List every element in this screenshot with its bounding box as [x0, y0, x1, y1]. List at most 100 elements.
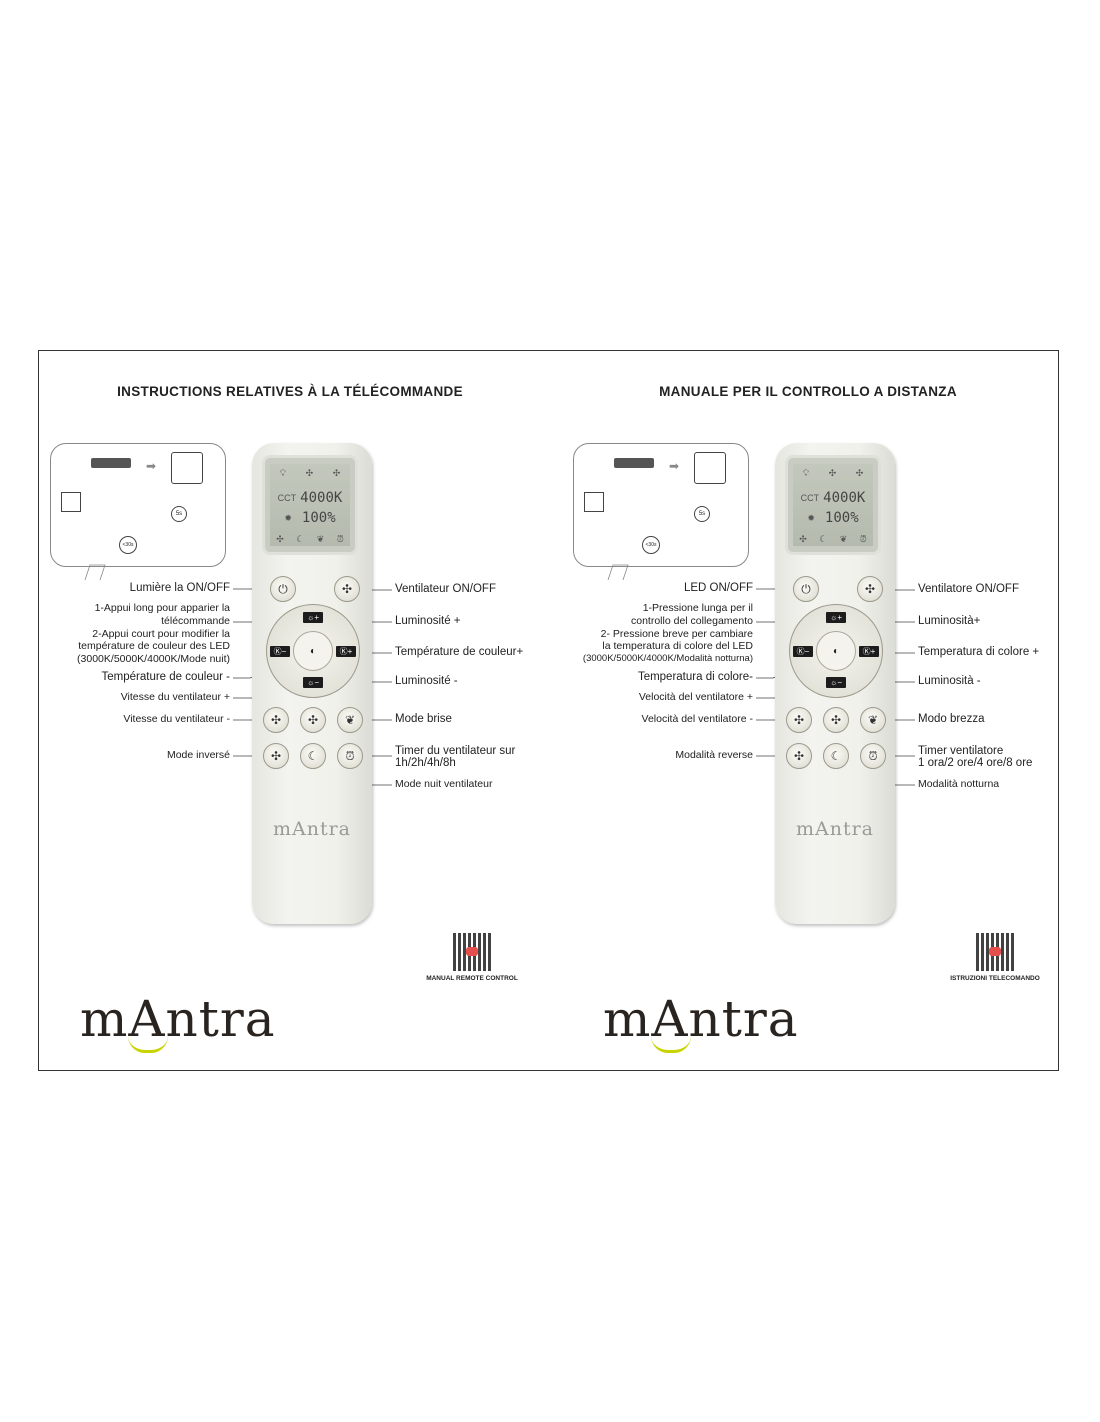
leaf-icon: ❦ [867, 713, 879, 727]
reverse-button[interactable]: ✣ [786, 743, 812, 769]
brand-logo: mAntra [80, 990, 276, 1048]
label-color-plus: Température de couleur+ [395, 646, 524, 658]
fan-speed-plus-button[interactable]: ✣ [300, 707, 326, 733]
breeze-button[interactable]: ❦ [337, 707, 363, 733]
leaf-icon: ❦ [344, 713, 356, 727]
label-night: Mode nuit ventilateur [395, 778, 493, 790]
color-minus-button[interactable]: Ⓚ− [793, 646, 813, 657]
arrow-icon: ➡ [146, 459, 157, 473]
toggle-icon: ◐ [832, 645, 840, 657]
brightness-plus-button[interactable]: ☼+ [303, 612, 323, 623]
light-onoff-button[interactable]: ⏻ [270, 576, 296, 602]
fan-icon: ✣ [332, 468, 341, 478]
bulb-power-icon: ⏻ [278, 581, 288, 596]
label-color-plus: Temperatura di colore + [918, 646, 1040, 658]
fan-speed-minus-button[interactable]: ✣ [786, 707, 812, 733]
pairing-diagram: ➡ 5s <30s [573, 443, 749, 567]
color-plus-button[interactable]: Ⓚ+ [336, 646, 356, 657]
qr-caption: MANUAL REMOTE CONTROL [426, 975, 518, 982]
color-minus-button[interactable]: Ⓚ− [270, 646, 290, 657]
label-timer-b: 1h/2h/4h/8h [395, 757, 456, 769]
panel-title: INSTRUCTIONS RELATIVES À LA TÉLÉCOMMANDE [117, 384, 463, 399]
reverse-icon: ✣ [799, 534, 807, 544]
fan-plus-icon: ✣ [830, 713, 842, 727]
brightness-minus-button[interactable]: ☼− [826, 677, 846, 688]
reverse-fan-icon: ✣ [270, 749, 282, 763]
arrow-icon: ➡ [669, 459, 680, 473]
manual-frame [38, 350, 1059, 1071]
bulb-icon: 💡︎ [279, 468, 287, 478]
label-breeze: Mode brise [395, 713, 452, 725]
label-brightness-plus: Luminosità+ [918, 615, 981, 627]
label-night: Modalità notturna [918, 778, 1000, 790]
remote-logo: mAntra [795, 818, 875, 840]
alarm-clock-icon: ⏰︎ [345, 748, 355, 763]
lcd-brightness: 100% [824, 510, 859, 526]
moon-fan-icon: ☾ [830, 749, 842, 763]
alarm-clock-icon: ⏰︎ [868, 748, 878, 763]
color-plus-button[interactable]: Ⓚ+ [859, 646, 879, 657]
label-pair-1a: 1-Pressione lunga per il [642, 602, 753, 614]
pair-color-button[interactable]: ◐ [816, 631, 856, 671]
panel-italian: MANUALE PER IL CONTROLLO A DISTANZA ➡ 5s… [523, 0, 1073, 1422]
fan-onoff-button[interactable]: ✣ [857, 576, 883, 602]
light-onoff-button[interactable]: ⏻ [793, 576, 819, 602]
qr-code[interactable] [453, 933, 491, 971]
pair-color-button[interactable]: ◐ [293, 631, 333, 671]
label-reverse: Modalità reverse [675, 749, 753, 761]
night-mode-button[interactable]: ☾ [823, 743, 849, 769]
panel-title: MANUALE PER IL CONTROLLO A DISTANZA [659, 384, 957, 399]
timer-5s-icon: 5s [171, 506, 187, 522]
timer-icon: ⏰︎ [859, 534, 867, 544]
bulb-icon: 💡︎ [802, 468, 810, 478]
label-brightness-plus: Luminosité + [395, 615, 461, 627]
fan-minus-icon: ✣ [270, 713, 282, 727]
fan-icon: ✣ [305, 468, 314, 478]
label-fan-speed-minus: Vitesse du ventilateur - [123, 713, 230, 725]
reverse-button[interactable]: ✣ [263, 743, 289, 769]
timer-button[interactable]: ⏰︎ [860, 743, 886, 769]
fan-icon: ✣ [855, 468, 864, 478]
label-pair-2a: 2-Appui court pour modifier la [92, 628, 230, 640]
breeze-button[interactable]: ❦ [860, 707, 886, 733]
fan-onoff-button[interactable]: ✣ [334, 576, 360, 602]
moon-fan-icon: ☾ [307, 749, 319, 763]
fan-plus-icon: ✣ [307, 713, 319, 727]
label-light-onoff: LED ON/OFF [683, 582, 753, 594]
fan-power-icon: ✣ [864, 582, 876, 596]
label-fan-speed-plus: Vitesse du ventilateur + [120, 691, 230, 703]
remote-press-icon [171, 452, 203, 484]
logo-smile [128, 1036, 168, 1053]
timer-30s-icon: <30s [642, 536, 660, 554]
brightness-plus-button[interactable]: ☼+ [826, 612, 846, 623]
fan-speed-minus-button[interactable]: ✣ [263, 707, 289, 733]
timer-icon: ⏰︎ [336, 534, 344, 544]
brand-logo: mAntra [603, 990, 799, 1048]
timer-button[interactable]: ⏰︎ [337, 743, 363, 769]
remote-press-icon [694, 452, 726, 484]
label-brightness-minus: Luminosità - [918, 675, 981, 687]
timer-30s-icon: <30s [119, 536, 137, 554]
brightness-minus-button[interactable]: ☼− [303, 677, 323, 688]
label-pair-2a: 2- Pressione breve per cambiare [600, 628, 753, 640]
lcd-brightness: 100% [301, 510, 336, 526]
fan-speed-plus-button[interactable]: ✣ [823, 707, 849, 733]
label-color-minus: Temperatura di colore- [637, 671, 753, 683]
leaf-icon: ❦ [316, 534, 325, 544]
label-fan-speed-plus: Velocità del ventilatore + [638, 691, 753, 703]
label-fan-onoff: Ventilateur ON/OFF [395, 583, 496, 595]
night-icon: ☾ [296, 534, 305, 544]
label-pair-2b: température de couleur des LED [78, 640, 230, 652]
label-brightness-minus: Luminosité - [395, 675, 458, 687]
label-pair-1b: télécommande [161, 615, 230, 627]
label-pair-2b: la temperatura di colore del LED [602, 640, 753, 652]
label-color-minus: Température de couleur - [101, 671, 230, 683]
qr-code[interactable] [976, 933, 1014, 971]
label-pair-1a: 1-Appui long pour apparier la [94, 602, 230, 614]
sun-icon: ✹ [807, 512, 815, 523]
pairing-diagram: ➡ 5s <30s [50, 443, 226, 567]
reverse-icon: ✣ [276, 534, 284, 544]
ceiling-fan-icon [614, 458, 654, 468]
night-mode-button[interactable]: ☾ [300, 743, 326, 769]
